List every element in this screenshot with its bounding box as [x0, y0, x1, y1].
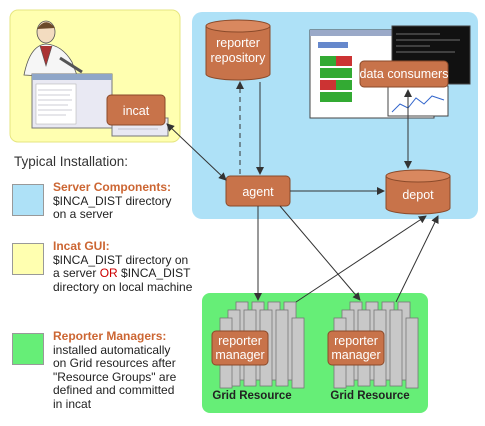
reporter-managers-line3: "Resource Groups" are: [53, 369, 177, 384]
reporter-managers-swatch: [12, 333, 44, 365]
server-components-legend: Server Components: $INCA_DIST directory …: [53, 180, 193, 222]
reporter-managers-heading: Reporter Managers:: [53, 329, 167, 343]
incat-gui-or: OR: [99, 266, 118, 280]
reporter-repository-node: reporter repository: [205, 19, 271, 81]
repository-label-line2: repository: [211, 51, 267, 65]
incat-screenshot-window: [31, 73, 169, 137]
manager1-depot-arrow: [295, 215, 427, 303]
reporter-manager-1-box: [211, 330, 269, 366]
reporter-managers-line2: on Grid resources after: [53, 356, 176, 370]
grid-resource-1-label: Grid Resource: [212, 390, 291, 402]
reporter-manager-1-line2: manager: [215, 348, 264, 362]
reporter-managers-line5: in incat: [53, 396, 92, 411]
agent-label: agent: [242, 185, 274, 199]
reporter-manager-2-line2: manager: [331, 348, 380, 362]
incat-gui-heading: Incat GUI:: [53, 239, 110, 253]
depot-label: depot: [402, 188, 434, 202]
reporter-managers-line4: defined and committed: [53, 383, 175, 397]
incat-agent-arrow: [166, 123, 227, 181]
legend-title: Typical Installation:: [14, 154, 129, 169]
server-components-swatch: [12, 184, 44, 216]
incat-gui-legend: Incat GUI: $INCA_DIST directory on a ser…: [53, 239, 193, 294]
grid-resource-2: reporter manager Grid Resource: [327, 301, 419, 402]
reporter-managers-legend: Reporter Managers: installed automatical…: [53, 329, 193, 411]
server-components-line1: $INCA_DIST directory: [53, 193, 172, 208]
manager2-depot-arrow: [395, 215, 439, 303]
grid-resource-2-label: Grid Resource: [330, 390, 409, 402]
incat-gui-swatch: [12, 243, 44, 275]
agent-manager2-arrow: [279, 205, 361, 301]
connectors: [166, 81, 439, 303]
incat-node: incat: [106, 94, 166, 126]
data-consumers-label: data consumers: [360, 67, 449, 81]
depot-node: depot: [385, 169, 451, 215]
agent-node: agent: [225, 175, 291, 207]
grid-resource-1: reporter manager Grid Resource: [211, 301, 305, 402]
incat-gui-text-before-or: $INCA_DIST directory on a server: [53, 252, 189, 280]
reporter-manager-2-box: [327, 330, 385, 366]
reporter-manager-2-line1: reporter: [334, 334, 378, 348]
repository-label-line1: reporter: [216, 36, 260, 50]
server-components-line2: on a server: [53, 207, 114, 221]
incat-gui-text-after-or: $INCA_DIST directory on local machine: [53, 266, 193, 294]
reporter-managers-line1: installed automatically: [53, 342, 171, 357]
server-components-heading: Server Components:: [53, 180, 172, 194]
data-consumers-node: data consumers: [359, 60, 449, 88]
incat-label: incat: [123, 104, 150, 118]
reporter-manager-1-line1: reporter: [218, 334, 262, 348]
person-at-computer-icon: [23, 20, 83, 79]
